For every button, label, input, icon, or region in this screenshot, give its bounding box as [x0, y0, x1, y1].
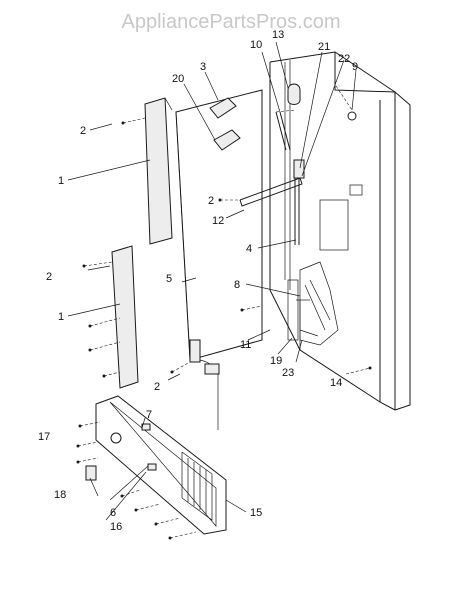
drain-tube — [239, 170, 303, 245]
callout-14: 14 — [330, 377, 342, 389]
hinge-hardware — [275, 83, 357, 179]
callout-22: 22 — [338, 53, 350, 65]
control-knobs — [209, 97, 241, 151]
callout-4: 4 — [246, 243, 252, 255]
callout-11: 11 — [240, 339, 251, 351]
callout-2-top: 2 — [80, 125, 86, 137]
callout-21: 21 — [318, 41, 330, 53]
cabinet-body — [269, 51, 411, 411]
side-panel-upper — [144, 97, 173, 245]
callout-13: 13 — [272, 29, 284, 41]
callout-3: 3 — [200, 61, 206, 73]
callout-2-left: 2 — [46, 271, 52, 283]
callout-23: 23 — [282, 367, 294, 379]
callout-8: 8 — [234, 279, 240, 291]
callout-15: 15 — [250, 507, 262, 519]
callout-18: 18 — [54, 489, 66, 501]
wire-harness — [189, 339, 220, 430]
callout-12: 12 — [212, 215, 224, 227]
callout-1-upper: 1 — [58, 175, 64, 187]
callout-1-lower: 1 — [58, 311, 64, 323]
callout-6: 6 — [110, 507, 116, 519]
callout-16: 16 — [110, 521, 122, 533]
callout-10: 10 — [250, 39, 262, 51]
screw-set — [76, 85, 372, 540]
callout-leaders — [67, 41, 357, 521]
callout-17: 17 — [38, 431, 50, 443]
callout-2-mid: 2 — [208, 195, 214, 207]
rear-panel — [175, 89, 263, 361]
callout-20: 20 — [172, 73, 184, 85]
side-panel-lower — [111, 245, 139, 389]
callout-9: 9 — [352, 61, 358, 73]
callout-19: 19 — [270, 355, 282, 367]
grille-panel — [85, 395, 227, 535]
callout-5: 5 — [166, 273, 172, 285]
callout-labels: 1 1 2 2 2 2 3 4 5 6 7 8 9 10 11 12 13 14… — [38, 29, 358, 533]
watermark-text: AppliancePartsPros.com — [122, 11, 341, 33]
callout-7: 7 — [146, 409, 152, 421]
callout-2-bottom: 2 — [154, 381, 160, 393]
